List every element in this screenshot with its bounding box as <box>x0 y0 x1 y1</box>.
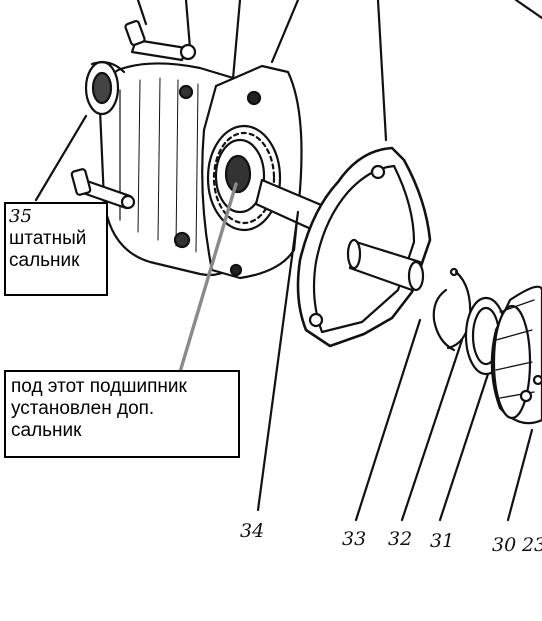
leader-line <box>376 0 388 142</box>
leader-line <box>136 0 148 26</box>
leader-line-35 <box>34 114 88 202</box>
part-number-35: 35 <box>9 206 32 227</box>
leader-line <box>184 0 192 50</box>
extra-seal-line2: установлен доп. <box>11 398 155 419</box>
leader-line-30 <box>506 428 534 522</box>
stock-seal-35 <box>84 60 126 116</box>
extra-seal-pointer <box>178 182 238 374</box>
bolt-top <box>124 20 197 62</box>
leader-line-32 <box>400 338 464 522</box>
bearing-30 <box>490 285 542 425</box>
stock-seal-line2: сальник <box>9 250 80 271</box>
leader-line <box>230 0 242 92</box>
extra-seal-callout: под этот подшипник установлен доп. сальн… <box>4 370 240 458</box>
leader-line <box>514 0 542 20</box>
extra-seal-line3: сальник <box>11 420 82 441</box>
extra-seal-line1: под этот подшипник <box>11 376 187 397</box>
stock-seal-callout: 35 штатный сальник <box>4 202 108 296</box>
leader-line <box>270 0 300 64</box>
part-number-23: 23 <box>522 534 542 556</box>
pin-sleeve <box>346 238 425 292</box>
stock-seal-line1: штатный <box>9 228 87 249</box>
leader-line-33 <box>354 318 422 522</box>
part-number-31: 31 <box>430 530 455 552</box>
leader-line-34 <box>256 210 300 512</box>
part-number-32: 32 <box>388 528 413 550</box>
leader-line-31 <box>438 372 490 522</box>
bolt-side <box>70 168 136 210</box>
part-number-34: 34 <box>240 520 265 542</box>
part-number-33: 33 <box>342 528 367 550</box>
part-number-30: 30 <box>492 534 517 556</box>
bearing-in-flange <box>206 124 282 232</box>
snap-ring-32 <box>432 267 472 352</box>
